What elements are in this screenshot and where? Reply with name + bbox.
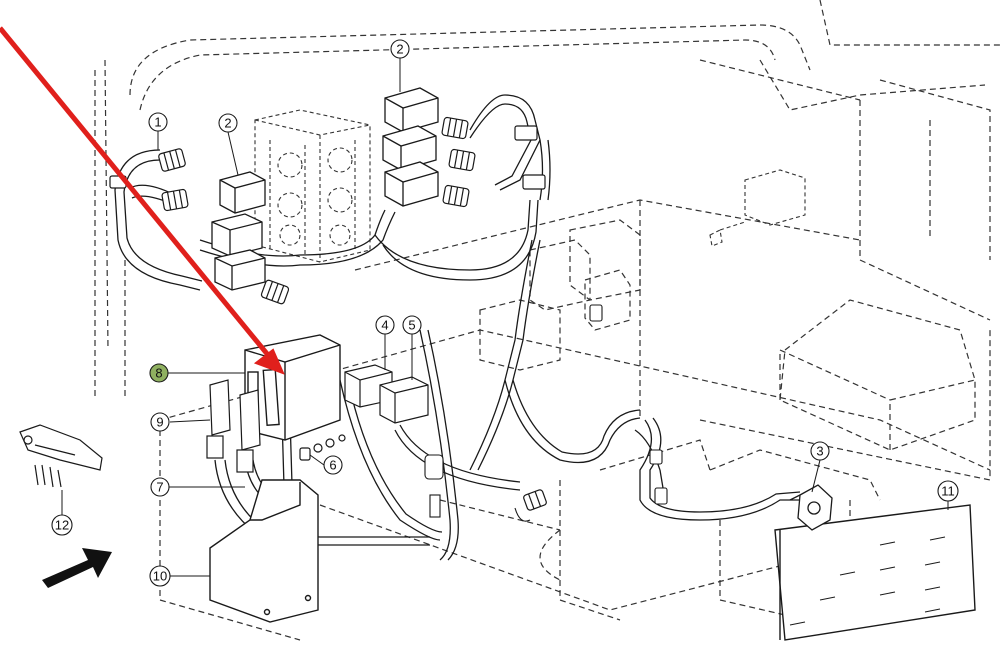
callout-label: 12 bbox=[55, 518, 69, 533]
callout-2a: 2 bbox=[218, 113, 238, 133]
callout-3: 3 bbox=[810, 441, 830, 461]
solenoid-coils-left bbox=[211, 171, 266, 291]
plug-connectors-9 bbox=[206, 379, 261, 473]
callout-8-highlighted: 8 bbox=[149, 363, 169, 383]
callout-9: 9 bbox=[150, 412, 170, 432]
solenoid-coils-top bbox=[382, 87, 439, 207]
bracket-12 bbox=[19, 424, 103, 488]
side-panel-11 bbox=[774, 504, 976, 641]
connector-3 bbox=[789, 484, 833, 531]
callout-label: 8 bbox=[155, 366, 162, 381]
callout-12: 12 bbox=[51, 514, 73, 536]
fuse-items bbox=[299, 434, 346, 461]
cover-plate bbox=[209, 479, 319, 623]
valve-stack-left bbox=[254, 109, 371, 263]
callout-11: 11 bbox=[937, 480, 959, 502]
callout-label: 6 bbox=[329, 458, 336, 473]
callout-4: 4 bbox=[375, 315, 395, 335]
callout-label: 9 bbox=[156, 415, 163, 430]
callout-5: 5 bbox=[402, 315, 422, 335]
callout-label: 2 bbox=[396, 42, 403, 57]
callout-label: 4 bbox=[381, 318, 388, 333]
red-pointer-arrow bbox=[0, 26, 285, 375]
callout-label: 3 bbox=[816, 444, 823, 459]
callout-label: 1 bbox=[154, 115, 161, 130]
callout-6: 6 bbox=[323, 455, 343, 475]
round-plug-connectors bbox=[158, 116, 547, 511]
callout-leaders bbox=[61, 58, 949, 577]
callout-label: 5 bbox=[408, 318, 415, 333]
callout-label: 10 bbox=[153, 569, 167, 584]
callout-label: 11 bbox=[941, 484, 955, 499]
callout-1: 1 bbox=[148, 112, 168, 132]
callout-label: 7 bbox=[156, 480, 163, 495]
small-connectors bbox=[424, 304, 668, 522]
relay-sockets bbox=[344, 364, 429, 424]
callout-2b: 2 bbox=[390, 39, 410, 59]
callout-7: 7 bbox=[150, 477, 170, 497]
callout-label: 2 bbox=[224, 116, 231, 131]
callout-10: 10 bbox=[149, 565, 171, 587]
valve-right bbox=[709, 169, 806, 247]
direction-arrow bbox=[42, 548, 112, 588]
